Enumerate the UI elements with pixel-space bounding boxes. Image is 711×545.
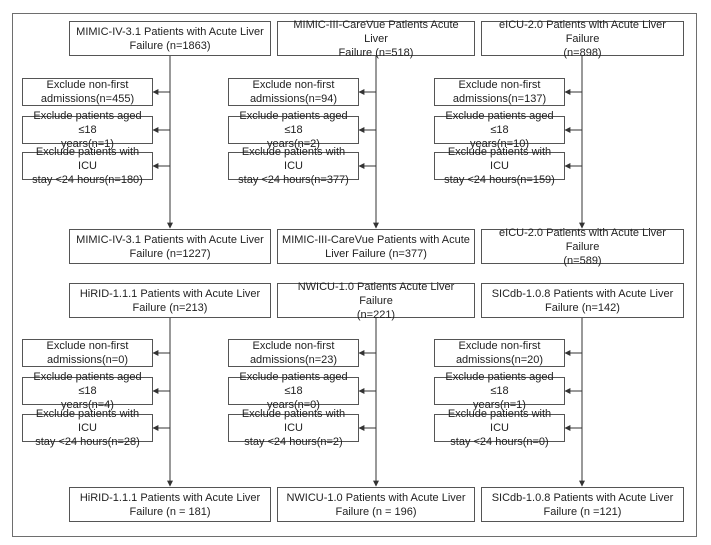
- nwicu-exclude-icu-stay: Exclude patients with ICU stay <24 hours…: [228, 408, 359, 448]
- eicu-exclude-first-admission: Exclude non-first admissions(n=137): [434, 78, 565, 106]
- eicu-exclude-icu-stay: Exclude patients with ICU stay <24 hours…: [434, 146, 565, 186]
- hirid-initial-box: HiRID-1.1.1 Patients with Acute Liver Fa…: [69, 283, 271, 318]
- nwicu-exclude-age: Exclude patients aged ≤18 years(n=0): [228, 371, 359, 411]
- mimic-iii-exclude-first-admission: Exclude non-first admissions(n=94): [228, 78, 359, 106]
- sicdb-exclude-first-admission: Exclude non-first admissions(n=20): [434, 339, 565, 367]
- nwicu-exclude-first-admission: Exclude non-first admissions(n=23): [228, 339, 359, 367]
- hirid-final-box: HiRID-1.1.1 Patients with Acute Liver Fa…: [69, 487, 271, 522]
- mimic-iii-exclude-age: Exclude patients aged ≤18 years(n=2): [228, 110, 359, 150]
- hirid-exclude-age: Exclude patients aged ≤18 years(n=4): [22, 371, 153, 411]
- eicu-initial-box: eICU-2.0 Patients with Acute Liver Failu…: [481, 19, 684, 59]
- mimic-iv-exclude-first-admission: Exclude non-first admissions(n=455): [22, 78, 153, 106]
- hirid-exclude-icu-stay: Exclude patients with ICU stay <24 hours…: [22, 408, 153, 448]
- mimic-iv-exclude-age: Exclude patients aged ≤18 years(n=1): [22, 110, 153, 150]
- mimic-iii-exclude-icu-stay: Exclude patients with ICU stay <24 hours…: [228, 146, 359, 186]
- sicdb-initial-box: SICdb-1.0.8 Patients with Acute Liver Fa…: [481, 283, 684, 318]
- mimic-iii-initial-box: MIMIC-III-CareVue Patients Acute Liver F…: [277, 19, 475, 59]
- mimic-iv-final-box: MIMIC-IV-3.1 Patients with Acute Liver F…: [69, 229, 271, 264]
- sicdb-exclude-icu-stay: Exclude patients with ICU stay <24 hours…: [434, 408, 565, 448]
- mimic-iv-exclude-icu-stay: Exclude patients with ICU stay <24 hours…: [22, 146, 153, 186]
- nwicu-final-box: NWICU-1.0 Patients with Acute Liver Fail…: [277, 487, 475, 522]
- eicu-final-box: eICU-2.0 Patients with Acute Liver Failu…: [481, 227, 684, 267]
- sicdb-exclude-age: Exclude patients aged ≤18 years(n=1): [434, 371, 565, 411]
- hirid-exclude-first-admission: Exclude non-first admissions(n=0): [22, 339, 153, 367]
- mimic-iv-initial-box: MIMIC-IV-3.1 Patients with Acute Liver F…: [69, 21, 271, 56]
- sicdb-final-box: SICdb-1.0.8 Patients with Acute Liver Fa…: [481, 487, 684, 522]
- nwicu-initial-box: NWICU-1.0 Patients Acute Liver Failure (…: [277, 281, 475, 321]
- mimic-iii-final-box: MIMIC-III-CareVue Patients with Acute Li…: [277, 229, 475, 264]
- eicu-exclude-age: Exclude patients aged ≤18 years(n=10): [434, 110, 565, 150]
